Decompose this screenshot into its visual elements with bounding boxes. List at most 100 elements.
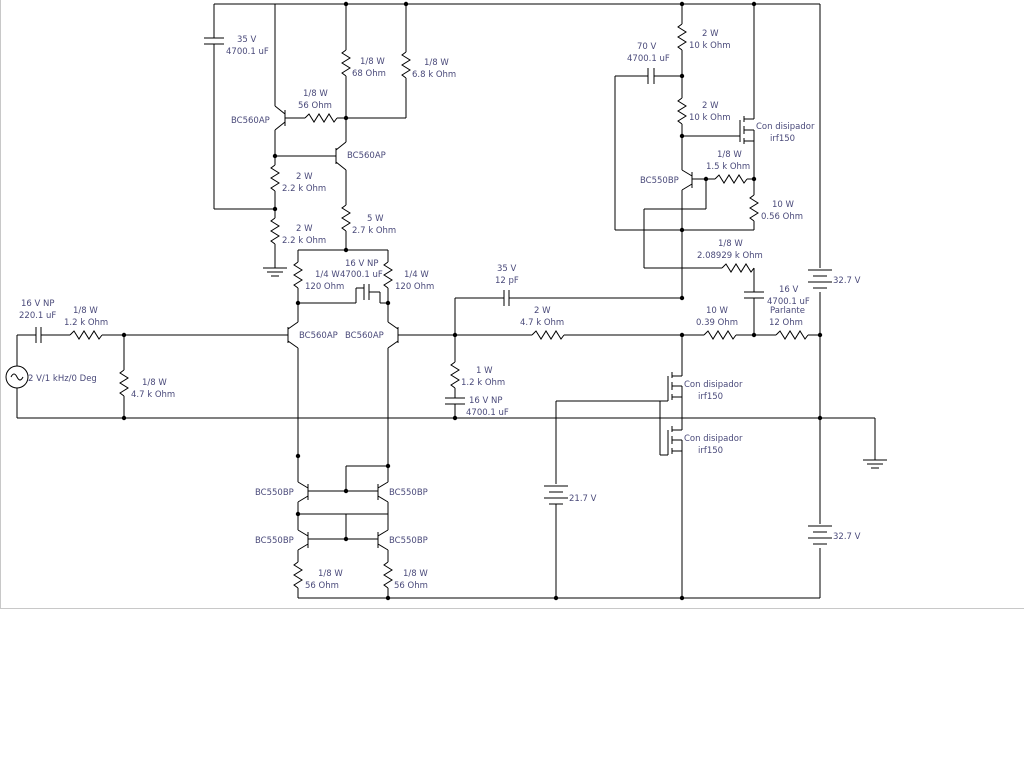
tl-cap-label-1: 35 V [237, 35, 257, 45]
shunt-label-1: 1/8 W [142, 378, 167, 388]
input-cap-label-1: 16 V NP [21, 299, 55, 309]
qdl-label: BC560AP [299, 331, 338, 341]
qcm1-label: BC550BP [255, 488, 294, 498]
top-supply-rail [214, 3, 821, 599]
ground-line [17, 417, 887, 469]
q1-label: BC560AP [231, 116, 270, 126]
r10ka-label-1: 2 W [702, 29, 719, 39]
battery-bottom-label: 32.7 V [833, 532, 861, 542]
mhi-label-1: Con disipador [756, 122, 815, 132]
r56-label-1: 1/8 W [303, 89, 328, 99]
input-res-label-1: 1/8 W [73, 306, 98, 316]
resistor-56-left: 1/8 W 56 Ohm [293, 561, 343, 598]
c70-label-2: 4700.1 uF [627, 54, 670, 64]
c12p-label-2: 12 pF [495, 276, 519, 286]
transistor-bc560ap-1: BC560AP [231, 4, 305, 156]
input-shunt-resistor: 1/8 W 4.7 k Ohm [119, 335, 175, 418]
resistor-feedback: 2 W 4.7 k Ohm [455, 306, 704, 340]
current-mirror: BC550BP BC550BP BC550BP BC550BP [255, 453, 428, 562]
r56l-label-1: 1/8 W [318, 569, 343, 579]
r120r-label-2: 120 Ohm [395, 282, 434, 292]
r1k2-label-2: 1.2 k Ohm [461, 378, 505, 388]
transistor-diff-left: BC560AP [287, 321, 338, 456]
qcm2-label: BC550BP [389, 488, 428, 498]
r68-label-2: 68 Ohm [352, 69, 386, 79]
rfb-label-2: 4.7 k Ohm [520, 318, 564, 328]
r68-label-1: 1/8 W [360, 57, 385, 67]
cnp-label-1: 16 V NP [345, 259, 379, 269]
resistor-2k2-a: 2 W 2.2 k Ohm [270, 156, 326, 209]
input-capacitor: 16 V NP 220.1 uF [17, 299, 70, 343]
r120l-label-1: 1/4 W [315, 270, 340, 280]
r56-label-2: 56 Ohm [298, 101, 332, 111]
resistor-10k-a: 2 W 10 k Ohm [677, 4, 731, 98]
resistor-056: 10 W 0.56 Ohm [615, 190, 803, 231]
resistor-2k08: 1/8 W 2.08929 k Ohm [643, 179, 763, 292]
source-label: 2 V/1 kHz/0 Deg [28, 374, 97, 384]
r6k8-label-2: 6.8 k Ohm [412, 70, 456, 80]
mlo2-label-1: Con disipador [684, 434, 743, 444]
cfb-label-1: 16 V NP [469, 396, 503, 406]
cfb-label-2: 4700.1 uF [466, 408, 509, 418]
speaker-load: Parlante 12 Ohm [769, 306, 820, 340]
transistor-bc560ap-2: BC560AP [275, 118, 386, 205]
resistor-56-top: 1/8 W 56 Ohm [298, 89, 406, 123]
r2k7-label-1: 5 W [367, 214, 384, 224]
r039-label-2: 0.39 Ohm [696, 318, 738, 328]
c70-label-1: 70 V [637, 42, 657, 52]
cout-label-2: 4700.1 uF [767, 297, 810, 307]
r2k08-label-1: 1/8 W [718, 239, 743, 249]
mlo1-label-1: Con disipador [684, 380, 743, 390]
r2k2a-label-2: 2.2 k Ohm [282, 184, 326, 194]
mhi-label-2: irf150 [770, 134, 795, 144]
qcm3-label: BC550BP [255, 536, 294, 546]
top-left-capacitor: 35 V 4700.1 uF [204, 4, 275, 210]
r120r-label-1: 1/4 W [404, 270, 429, 280]
mosfet-low-2: Con disipador irf150 [659, 401, 743, 598]
capacitor-12pf: 35 V 12 pF [454, 264, 682, 335]
cout-label-1: 16 V [779, 285, 799, 295]
r2k2b-label-1: 2 W [296, 224, 313, 234]
resistor-2k7: 5 W 2.7 k Ohm [341, 204, 396, 250]
r10kb-label-2: 10 k Ohm [689, 113, 731, 123]
r10ka-label-2: 10 k Ohm [689, 41, 731, 51]
qout-label: BC550BP [640, 176, 679, 186]
spk-label-2: 12 Ohm [769, 318, 803, 328]
c12p-label-1: 35 V [497, 264, 517, 274]
r2k2a-label-1: 2 W [296, 172, 313, 182]
spk-label-1: Parlante [770, 306, 805, 316]
resistor-10k-b: 2 W 10 k Ohm [677, 97, 731, 136]
battery-32v-bottom: 32.7 V [808, 525, 861, 545]
resistor-68: 1/8 W 68 Ohm [341, 4, 386, 118]
tl-cap-label-2: 4700.1 uF [226, 47, 269, 57]
r056-label-2: 0.56 Ohm [761, 212, 803, 222]
r2k08-label-2: 2.08929 k Ohm [697, 251, 763, 261]
transistor-diff-right: BC560AP [345, 321, 455, 466]
ac-source: 2 V/1 kHz/0 Deg [5, 335, 97, 418]
r10kb-label-1: 2 W [702, 101, 719, 111]
resistor-039: 10 W 0.39 Ohm [696, 306, 776, 340]
q2-label: BC560AP [347, 151, 386, 161]
capacitor-feedback: 16 V NP 4700.1 uF [445, 396, 509, 418]
shunt-label-2: 4.7 k Ohm [131, 390, 175, 400]
resistor-1k2: 1 W 1.2 k Ohm [450, 335, 505, 398]
r56r-label-2: 56 Ohm [394, 581, 428, 591]
battery-top-label: 32.7 V [833, 276, 861, 286]
r6k8-label-1: 1/8 W [424, 58, 449, 68]
r2k2b-label-2: 2.2 k Ohm [282, 236, 326, 246]
rfb-label-1: 2 W [534, 306, 551, 316]
bat21-label: 21.7 V [569, 494, 597, 504]
r56l-label-2: 56 Ohm [305, 581, 339, 591]
battery-21v: 21.7 V [544, 400, 660, 598]
battery-32v-top: 32.7 V [808, 269, 861, 289]
mlo1-label-2: irf150 [698, 392, 723, 402]
r56r-label-1: 1/8 W [403, 569, 428, 579]
r056-label-1: 10 W [772, 200, 795, 210]
qcm4-label: BC550BP [389, 536, 428, 546]
capacitor-70v: 70 V 4700.1 uF [614, 42, 682, 230]
r1k5-label-1: 1/8 W [717, 150, 742, 160]
r120l-label-2: 120 Ohm [305, 282, 344, 292]
mosfet-low-1: Con disipador irf150 [660, 335, 743, 430]
mosfet-high-side: Con disipador irf150 [682, 4, 815, 190]
